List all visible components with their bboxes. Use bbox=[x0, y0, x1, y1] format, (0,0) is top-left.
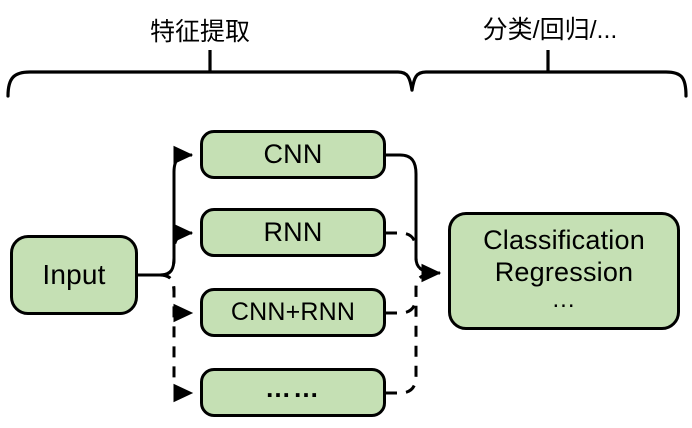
node-rnn-label: RNN bbox=[263, 216, 323, 247]
edge-cnn-output bbox=[386, 153, 435, 274]
node-cnn-label: CNN bbox=[263, 138, 323, 169]
node-cnn-rnn[interactable]: CNN+RNN bbox=[200, 288, 386, 337]
edge-rnn-output bbox=[386, 231, 435, 274]
edge-input-cnnrnn bbox=[159, 273, 194, 323]
bracket-label-feature-extraction: 特征提取 bbox=[149, 18, 250, 46]
node-cnn[interactable]: CNN bbox=[200, 130, 386, 179]
node-cnn-rnn-label: CNN+RNN bbox=[230, 297, 356, 326]
node-output-line-regression: Regression bbox=[494, 256, 634, 287]
node-rnn[interactable]: RNN bbox=[200, 208, 386, 257]
edge-input-cnn bbox=[159, 145, 194, 277]
node-more[interactable]: …… bbox=[200, 368, 386, 417]
node-input-label: Input bbox=[42, 259, 106, 291]
brace-left bbox=[6, 50, 414, 98]
edge-cnnrnn-output bbox=[386, 272, 435, 315]
brace-right bbox=[410, 50, 688, 98]
node-output-line-ellipsis: ... bbox=[552, 285, 576, 313]
node-more-label: …… bbox=[265, 373, 321, 404]
node-output-line-classification: Classification bbox=[483, 224, 645, 255]
edge-input-rnn bbox=[159, 223, 194, 277]
bracket-label-classification-regression: 分类/回归/... bbox=[482, 16, 618, 44]
node-input[interactable]: Input bbox=[10, 235, 138, 315]
edge-more-output bbox=[386, 272, 435, 395]
edge-input-more bbox=[159, 273, 194, 403]
node-output[interactable]: Classification Regression ... bbox=[448, 212, 680, 330]
